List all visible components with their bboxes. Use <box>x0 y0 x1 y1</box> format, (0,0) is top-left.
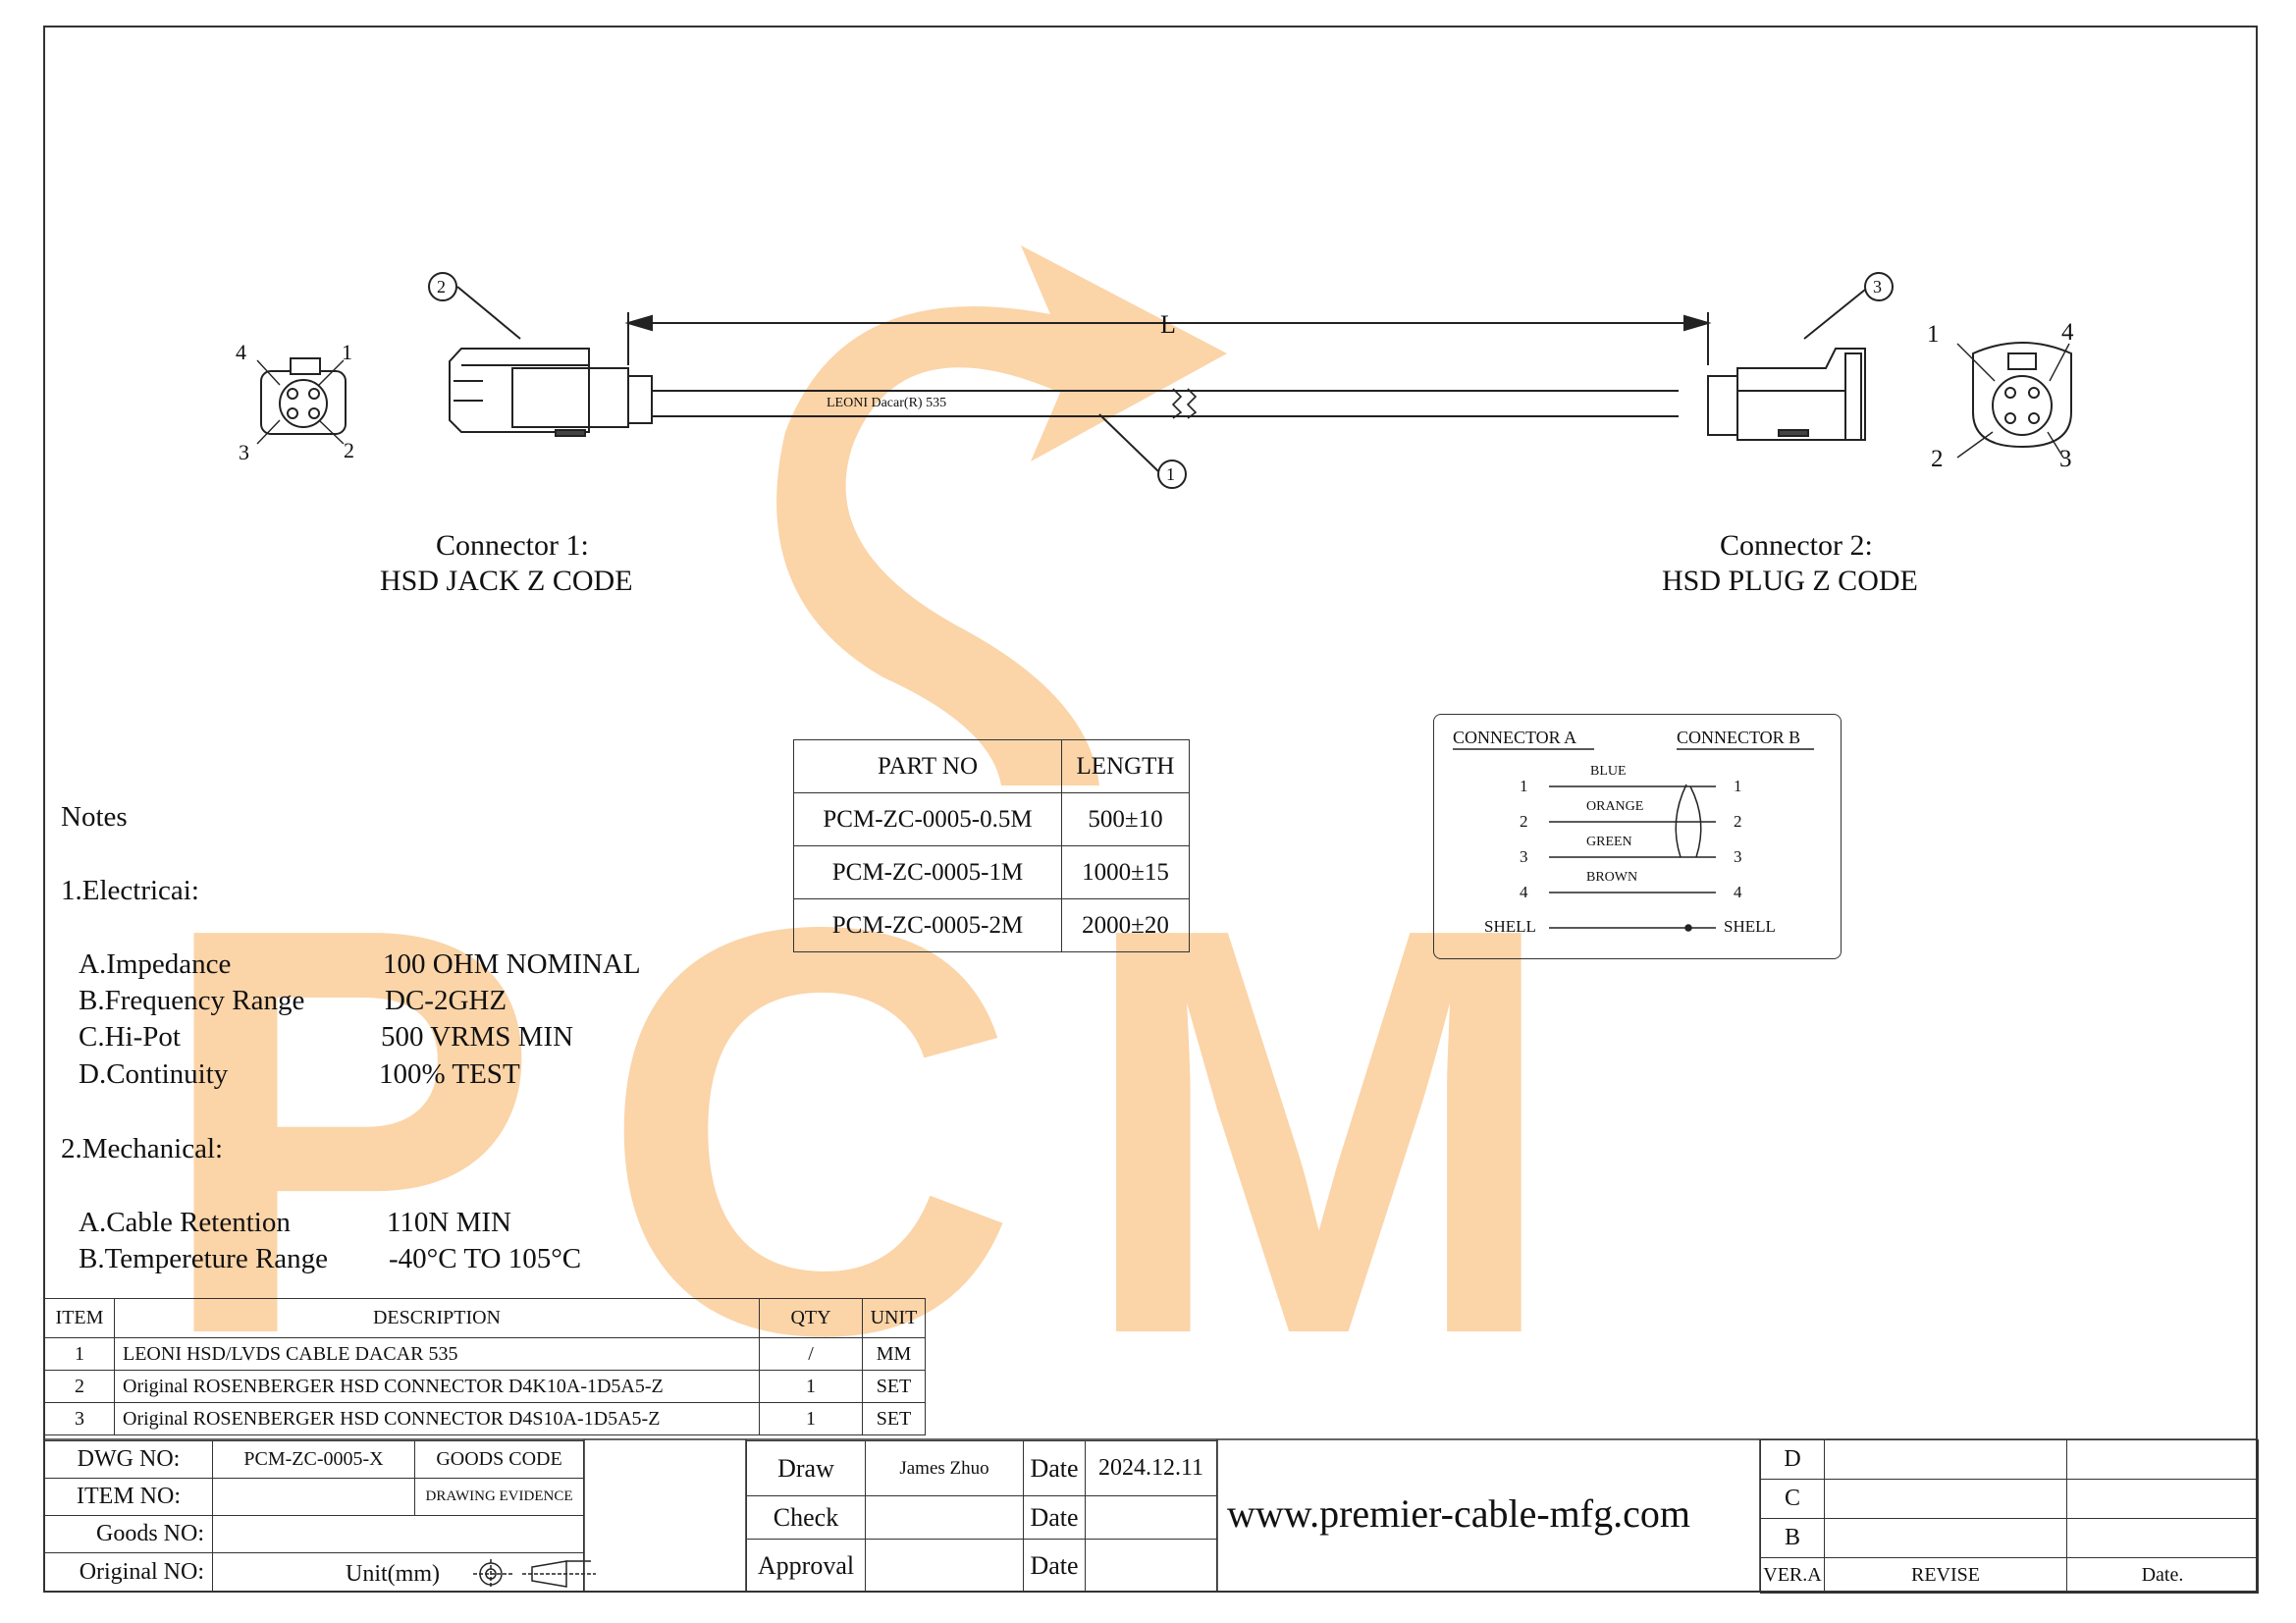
bom-qty-cell: 1 <box>759 1402 863 1435</box>
electrical-label-continuity: D.Continuity <box>79 1058 229 1090</box>
bom-header-description: DESCRIPTION <box>114 1298 760 1338</box>
bom-header-unit: UNIT <box>862 1298 926 1338</box>
watermark-number: 06 <box>1713 1208 1860 1371</box>
cable-print-text: LEONI Dacar(R) 535 <box>827 396 947 410</box>
wiring-pin-a: 4 <box>1520 883 1528 901</box>
revise-label: REVISE <box>1824 1557 2067 1594</box>
wire-color-label: BLUE <box>1590 764 1627 779</box>
wiring-pin-b: 3 <box>1734 847 1742 866</box>
title-block-left: DWG NO: PCM-ZC-0005-X GOODS CODE ITEM NO… <box>44 1440 596 1593</box>
jack-pin-3: 3 <box>239 440 249 464</box>
electrical-label-frequency: B.Frequency Range <box>79 985 305 1016</box>
length-cell: 2000±20 <box>1061 898 1190 952</box>
mechanical-value-temperature: -40°C TO 105°C <box>389 1243 582 1274</box>
jack-pin-2: 2 <box>344 438 354 462</box>
wiring-pin-a: 1 <box>1520 777 1528 795</box>
notes-title: Notes <box>61 801 128 833</box>
wiring-diagram-box <box>1433 714 1842 959</box>
dimension-label-l: L <box>1160 310 1176 339</box>
jack-pin-1: 1 <box>342 340 352 364</box>
title-block-approval: Draw James Zhuo Date 2024.12.11 Check Da… <box>746 1440 1217 1593</box>
connector2-type: HSD PLUG Z CODE <box>1662 565 1918 597</box>
wiring-header-a: CONNECTOR A <box>1453 728 1577 747</box>
approval-label: Approval <box>746 1539 866 1593</box>
draw-date-value: 2024.12.11 <box>1085 1440 1217 1496</box>
company-website: www.premier-cable-mfg.com <box>1227 1491 1690 1536</box>
wire-color-label: ORANGE <box>1586 799 1644 814</box>
electrical-label-impedance: A.Impedance <box>79 948 232 980</box>
bom-header-item: ITEM <box>44 1298 115 1338</box>
wire-color-label: BROWN <box>1586 870 1638 885</box>
bom-item-cell: 1 <box>44 1337 115 1371</box>
revision-letter: C <box>1760 1479 1825 1519</box>
bom-qty-cell: / <box>759 1337 863 1371</box>
draw-label: Draw <box>746 1440 866 1496</box>
bom-description-cell: Original ROSENBERGER HSD CONNECTOR D4K10… <box>114 1370 760 1403</box>
plug-pin-3: 3 <box>2059 446 2072 472</box>
goods-code-label: GOODS CODE <box>414 1440 584 1479</box>
revision-date-label: Date. <box>2066 1557 2259 1594</box>
wiring-shell-a: SHELL <box>1484 917 1536 936</box>
version-label: VER.A <box>1760 1557 1825 1594</box>
notes-mechanical-heading: 2.Mechanical: <box>61 1133 224 1164</box>
electrical-value-impedance: 100 OHM NOMINAL <box>383 948 641 980</box>
connector1-type: HSD JACK Z CODE <box>380 565 633 597</box>
check-label: Check <box>746 1495 866 1540</box>
connector2-title: Connector 2: <box>1720 529 1873 562</box>
bom-table: ITEM DESCRIPTION QTY UNIT 1 LEONI HSD/LV… <box>44 1298 926 1435</box>
bom-header-qty: QTY <box>759 1298 863 1338</box>
wire-color-label: GREEN <box>1586 835 1632 849</box>
plug-pin-4: 4 <box>2061 319 2074 346</box>
notes-electrical-heading: 1.Electricai: <box>61 875 199 906</box>
wiring-pin-b: 4 <box>1734 883 1742 901</box>
electrical-value-hipot: 500 VRMS MIN <box>381 1021 574 1053</box>
wiring-pin-b: 1 <box>1734 777 1742 795</box>
wiring-header-b: CONNECTOR B <box>1677 728 1801 747</box>
bom-unit-cell: MM <box>862 1337 926 1371</box>
wiring-pin-a: 3 <box>1520 847 1528 866</box>
bom-description-cell: LEONI HSD/LVDS CABLE DACAR 535 <box>114 1337 760 1371</box>
part-number-table: PART NO LENGTH PCM-ZC-0005-0.5M 500±10 P… <box>793 739 1190 952</box>
plug-pin-2: 2 <box>1931 446 1944 472</box>
original-no-label: Original NO: <box>44 1552 213 1593</box>
drawing-evidence-label: DRAWING EVIDENCE <box>414 1478 584 1516</box>
electrical-value-frequency: DC-2GHZ <box>385 985 507 1016</box>
item-no-label: ITEM NO: <box>44 1478 213 1516</box>
electrical-value-continuity: 100% TEST <box>379 1058 520 1090</box>
plug-pin-1: 1 <box>1927 321 1940 348</box>
bom-description-cell: Original ROSENBERGER HSD CONNECTOR D4S10… <box>114 1402 760 1435</box>
revision-letter: B <box>1760 1518 1825 1558</box>
length-cell: 500±10 <box>1061 792 1190 846</box>
revision-table: D C B VER.A REVISE Date. <box>1760 1439 2259 1594</box>
mechanical-value-retention: 110N MIN <box>387 1207 512 1238</box>
unit-label: Unit(mm) <box>346 1561 440 1587</box>
bom-unit-cell: SET <box>862 1402 926 1435</box>
mechanical-label-retention: A.Cable Retention <box>79 1207 291 1238</box>
connector1-title: Connector 1: <box>436 529 589 562</box>
wiring-shell-b: SHELL <box>1724 917 1776 936</box>
wiring-pin-b: 2 <box>1734 812 1742 831</box>
mechanical-label-temperature: B.Tempereture Range <box>79 1243 329 1274</box>
callout-3: 3 <box>1873 277 1882 297</box>
part-table-header-length: LENGTH <box>1061 739 1190 793</box>
callout-1: 1 <box>1166 464 1175 484</box>
check-date-label: Date <box>1023 1495 1086 1540</box>
wiring-pin-a: 2 <box>1520 812 1528 831</box>
bom-item-cell: 3 <box>44 1402 115 1435</box>
jack-pin-4: 4 <box>236 340 246 364</box>
part-table-header-part: PART NO <box>793 739 1062 793</box>
callout-2: 2 <box>437 277 446 297</box>
electrical-label-hipot: C.Hi-Pot <box>79 1021 181 1053</box>
